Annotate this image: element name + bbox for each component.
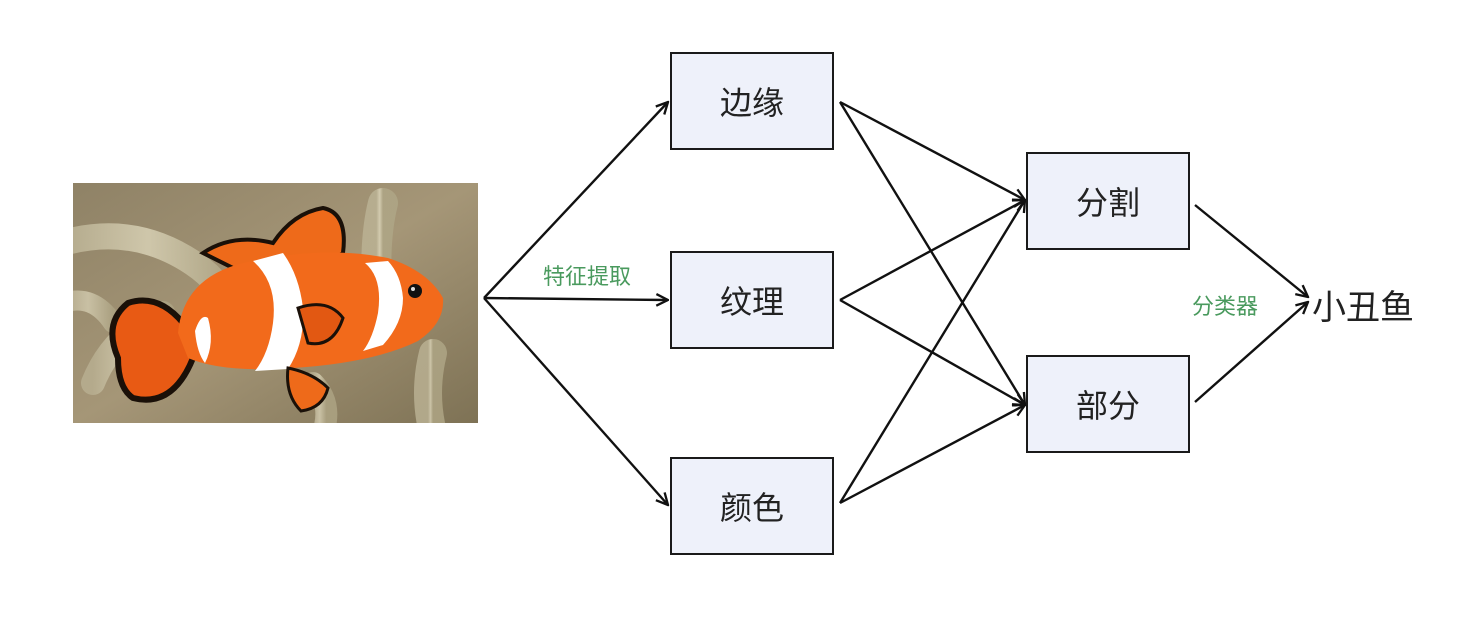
- arrow-part-to-output: [1194, 302, 1308, 403]
- node-texture: 纹理: [670, 251, 834, 349]
- arrow-image-to-color: [483, 297, 668, 505]
- output-label: 小丑鱼: [1312, 288, 1414, 328]
- feature-extraction-label: 特征提取: [543, 265, 632, 290]
- node-edge: 边缘: [670, 52, 834, 150]
- arrow-segment-to-output: [1194, 204, 1308, 297]
- arrow-image-to-edge: [483, 102, 668, 299]
- node-color: 颜色: [670, 457, 834, 555]
- arrow-texture-to-segment: [839, 200, 1025, 302]
- arrow-image-to-texture: [483, 298, 668, 300]
- arrow-color-to-segment: [838, 200, 1025, 504]
- node-segment: 分割: [1026, 152, 1190, 250]
- arrow-color-to-part: [839, 405, 1025, 505]
- node-part: 部分: [1026, 355, 1190, 453]
- arrow-edge-to-segment: [839, 100, 1025, 200]
- arrow-edge-to-part: [838, 101, 1025, 405]
- clownfish-image: [73, 183, 478, 423]
- classifier-label: 分类器: [1192, 295, 1259, 320]
